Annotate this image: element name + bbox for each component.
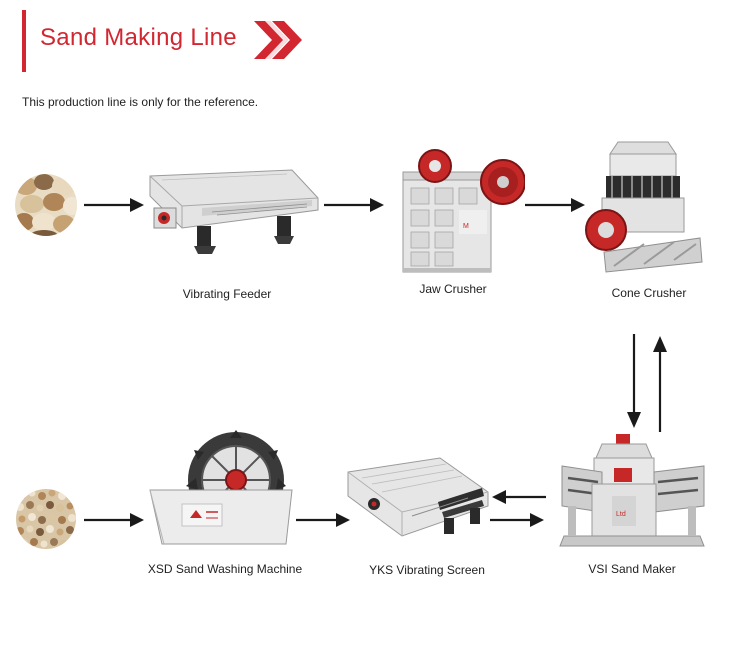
label-vibrating-screen: YKS Vibrating Screen <box>369 563 485 577</box>
svg-text:Ltd: Ltd <box>616 511 626 518</box>
arrow-right-icon <box>84 197 146 213</box>
vibrating-screen-image <box>342 452 492 542</box>
arrow-down-icon <box>624 334 644 430</box>
label-jaw-crusher: Jaw Crusher <box>419 282 487 296</box>
label-sand-washing-machine: XSD Sand Washing Machine <box>147 562 303 576</box>
jaw-crusher-image: M <box>395 148 525 276</box>
vsi-sand-maker-image: Ltd <box>554 432 710 552</box>
arrow-up-icon <box>650 334 670 432</box>
gravel-image <box>14 487 78 551</box>
label-vsi-sand-maker: VSI Sand Maker <box>588 562 676 576</box>
arrow-right-icon <box>84 512 146 528</box>
chevron-right-icon <box>250 17 306 63</box>
vibrating-feeder-image <box>142 158 322 258</box>
arrow-right-icon <box>490 512 546 528</box>
arrow-right-icon <box>296 512 352 528</box>
page-title: Sand Making Line <box>40 24 237 51</box>
arrow-right-icon <box>324 197 386 213</box>
svg-text:M: M <box>463 223 469 230</box>
title-accent-bar <box>22 10 26 72</box>
label-vibrating-feeder: Vibrating Feeder <box>182 287 272 301</box>
raw-stones-image <box>14 172 78 238</box>
label-cone-crusher: Cone Crusher <box>611 286 687 300</box>
arrow-right-icon <box>525 197 587 213</box>
reference-note: This production line is only for the ref… <box>22 95 259 109</box>
arrow-left-icon <box>490 489 546 505</box>
cone-crusher-image <box>584 134 708 278</box>
sand-washing-machine-image <box>146 428 296 548</box>
